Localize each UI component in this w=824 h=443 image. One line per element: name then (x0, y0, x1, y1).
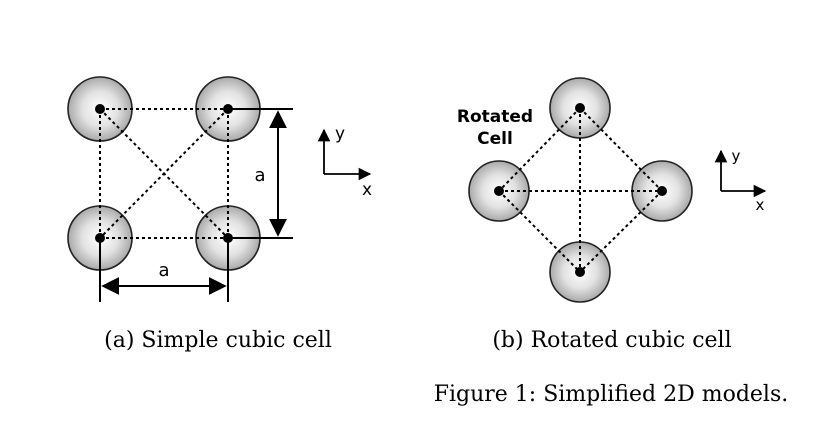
rotated-label-line1: Rotated (457, 107, 533, 127)
caption-b: (b) Rotated cubic cell (492, 328, 731, 353)
bond-lines-b (498, 107, 663, 273)
axis-y-label-b: y (732, 147, 741, 165)
dimension-bottom-label: a (158, 260, 169, 281)
dimension-bottom: a (99, 238, 229, 302)
axis-x-label-a: x (362, 180, 372, 200)
axes-b: y x (714, 147, 767, 214)
axis-x-label-b: x (756, 196, 765, 214)
bond-lines-a (99, 108, 229, 239)
axis-y-label-a: y (335, 124, 345, 144)
axes-a: y x (317, 124, 372, 200)
panel-b-rotated-cubic: Rotated Cell y x (b) Rotated cubic cell (457, 77, 767, 353)
dimension-right: a (228, 108, 293, 239)
panel-a-simple-cubic: a a y x (a) Simple cubic cell (67, 76, 372, 353)
caption-a: (a) Simple cubic cell (104, 328, 332, 353)
figure-caption: Figure 1: Simplified 2D models. (434, 382, 789, 407)
dimension-right-label: a (254, 165, 265, 186)
rotated-label-line2: Cell (477, 129, 513, 149)
atom-centers-b (494, 103, 667, 277)
